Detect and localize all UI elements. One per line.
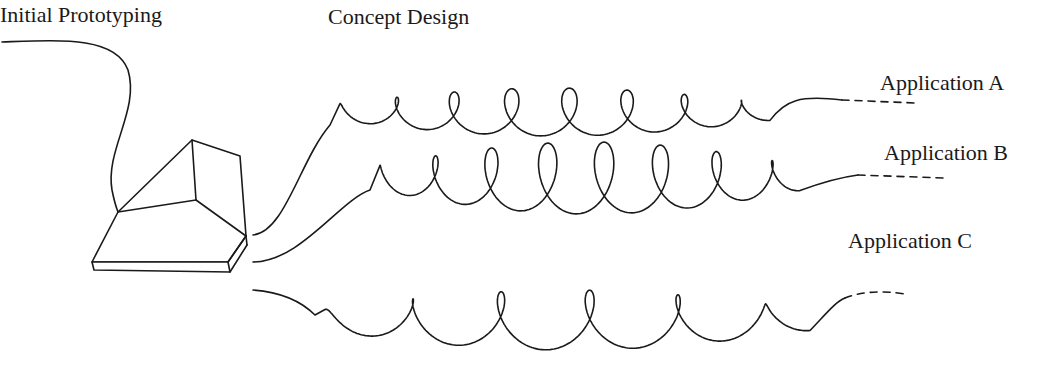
stage-heading: Initial Prototyping [0,2,162,28]
concept-squiggles [253,88,858,350]
dash-tail [858,175,945,178]
stage-heading: Concept Design [328,4,469,30]
concept-squiggle [253,88,842,235]
dash-tail [842,100,915,103]
application-label: Application A [880,70,1004,96]
dash-tail [845,292,905,298]
application-label: Application C [848,228,972,254]
application-label: Application B [884,140,1008,166]
concept-squiggle [253,290,845,350]
concept-squiggle [253,142,858,262]
input-line [2,41,131,212]
prototype-slab [92,140,247,272]
